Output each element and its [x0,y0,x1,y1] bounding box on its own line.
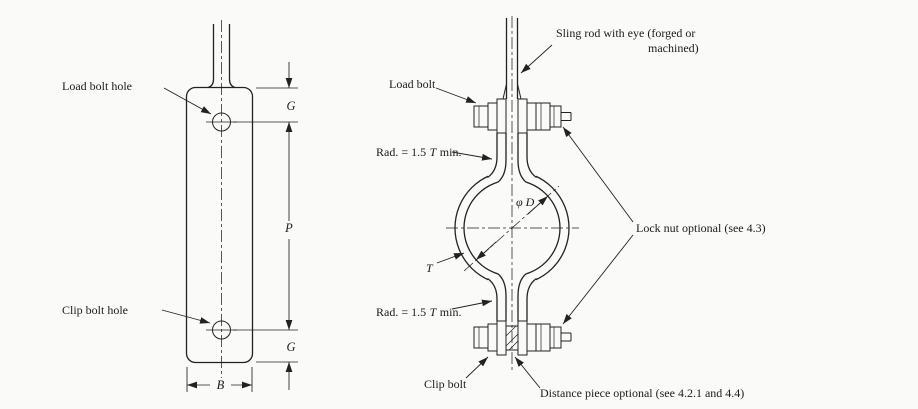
neck-bottom-left-inner [497,272,507,321]
diameter-arrow-lower [475,241,497,261]
dim-label-p: P [284,221,293,235]
clip-bolt-leader [465,356,489,379]
clip-bolt-hole-leader [161,309,211,324]
load-bolt-label: Load bolt [389,77,436,91]
right-view: Sling rod with eye (forged or machined) … [376,16,766,400]
bottom-washer-right [526,323,537,352]
radius-top-leader [451,151,493,161]
sling-rod-label-line1: Sling rod with eye (forged or [556,26,695,40]
clip-bolt-hole-label: Clip bolt hole [62,303,128,317]
diameter-arrow-upper [527,195,549,215]
rod-eye-flare-right [517,83,522,100]
clip-bolt-nut [535,323,551,352]
thickness-label: T [426,261,434,275]
clip-bolt-label: Clip bolt [424,377,467,391]
distance-piece-hatch-2 [505,333,519,347]
bottom-flange-left [496,320,507,356]
neck-top-right-inner [517,133,527,184]
load-bolt-nut [535,102,551,131]
rod-tab-left-edge [207,24,215,89]
load-bolt-head [473,105,489,128]
distance-piece-leader [514,356,541,389]
neck-top-left-outer [487,133,498,179]
thickness-leader [436,252,465,264]
distance-piece [505,325,519,351]
lock-nut-leader-lower [562,234,634,325]
neck-bottom-right-inner [517,272,527,321]
rod-eye-flare-left [502,83,507,100]
neck-bottom-left-outer [487,277,498,321]
clip-bolt-head [473,326,489,349]
dim-label-b: B [217,378,225,392]
clip-bolt-lock-nut [549,326,562,349]
left-view: G P G B Load bolt hole Clip bolt hole [62,20,298,392]
top-washer-left [487,102,498,131]
load-bolt-lock-nut [549,105,562,128]
lock-nut-leader-upper [562,126,634,223]
sling-rod-leader [520,44,553,74]
load-bolt-leader [435,87,477,104]
strap-outline [185,86,254,364]
top-flange-right [517,98,528,134]
top-washer-right [526,102,537,131]
distance-piece-hatch-1 [505,325,517,337]
distance-piece-hatch-3 [508,340,519,351]
neck-top-left-inner [497,133,507,184]
diameter-label: φ D [516,195,535,209]
top-flange-left [496,98,507,134]
bottom-washer-left [487,323,498,352]
load-bolt-hole-leader [163,87,212,115]
sling-rod-label-line2: machined) [648,41,699,55]
dim-label-g-bottom: G [286,340,295,354]
rod-tab-right-edge [228,24,236,89]
distance-piece-label: Distance piece optional (see 4.2.1 and 4… [540,386,744,400]
radius-bottom-leader [451,299,493,310]
load-bolt-hole-label: Load bolt hole [62,79,132,93]
lock-nut-label: Lock nut optional (see 4.3) [636,221,766,235]
neck-top-right-outer [526,133,537,179]
neck-bottom-right-outer [526,277,537,321]
bottom-flange-right [517,320,528,356]
dim-label-g-top: G [286,99,295,113]
